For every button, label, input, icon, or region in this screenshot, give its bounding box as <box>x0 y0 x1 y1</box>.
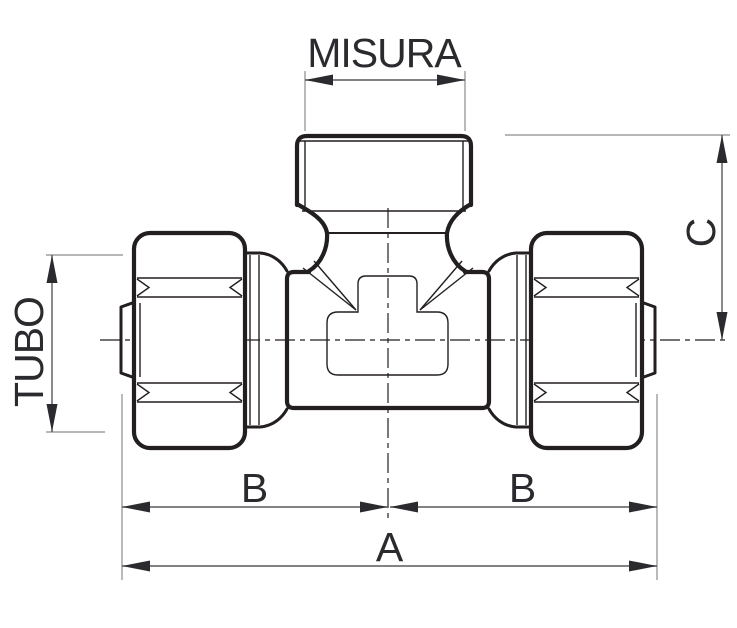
arrow-left-icon <box>122 501 150 513</box>
dimension-b-right: B <box>390 394 658 580</box>
arrow-left-icon <box>305 74 333 86</box>
nut-left-outline <box>131 230 248 451</box>
arrow-right-icon <box>629 501 657 513</box>
dimension-tubo: TUBO <box>6 254 123 433</box>
cone-line <box>302 267 357 311</box>
arrow-left-icon <box>122 560 150 572</box>
ring-right-top <box>487 251 533 273</box>
dimension-label-a: A <box>376 524 404 570</box>
dimension-label-misura: MISURA <box>307 30 462 76</box>
hex-corner <box>136 383 151 402</box>
arrow-up-icon <box>716 135 728 163</box>
arrow-down-icon <box>46 404 58 432</box>
dimension-c: C <box>505 134 730 340</box>
arrow-down-icon <box>716 312 728 340</box>
hex-corner <box>533 278 548 297</box>
hex-corner <box>228 278 243 297</box>
hex-corner <box>533 383 548 402</box>
collar-right <box>639 300 657 380</box>
cone-line <box>419 267 474 311</box>
nut-right-outline <box>528 230 645 451</box>
arrow-right-icon <box>437 74 465 86</box>
dimension-label-b-right: B <box>509 465 535 511</box>
centerlines <box>100 208 728 518</box>
arrow-up-icon <box>46 255 58 283</box>
neck-left <box>294 201 330 274</box>
cone-line <box>419 260 463 311</box>
dimension-misura: MISURA <box>304 30 466 131</box>
inner-tee-bore <box>326 275 449 376</box>
collar-left <box>119 300 137 380</box>
nut-left <box>131 230 248 451</box>
hex-corner <box>228 383 243 402</box>
fitting-internal-details <box>249 140 527 425</box>
ring-right-bottom <box>487 407 533 429</box>
dimension-a: A <box>122 524 657 572</box>
hex-corner <box>625 383 640 402</box>
top-thread-outline <box>294 133 474 208</box>
dimension-label-b-left: B <box>241 465 267 511</box>
hex-corner <box>625 278 640 297</box>
nut-right <box>528 230 645 451</box>
ring-left-bottom <box>243 407 289 429</box>
dimension-label-c: C <box>678 218 724 247</box>
dimension-label-tubo: TUBO <box>6 297 52 407</box>
hex-corner <box>136 278 151 297</box>
arrow-right-icon <box>360 501 388 513</box>
ring-left-top <box>243 251 289 273</box>
arrow-right-icon <box>629 560 657 572</box>
body-outline <box>284 269 492 411</box>
neck-right <box>444 201 474 274</box>
dimension-b-left: B <box>121 394 388 580</box>
arrow-left-icon <box>390 501 418 513</box>
cone-line <box>313 260 357 311</box>
fitting-outline <box>119 133 657 429</box>
